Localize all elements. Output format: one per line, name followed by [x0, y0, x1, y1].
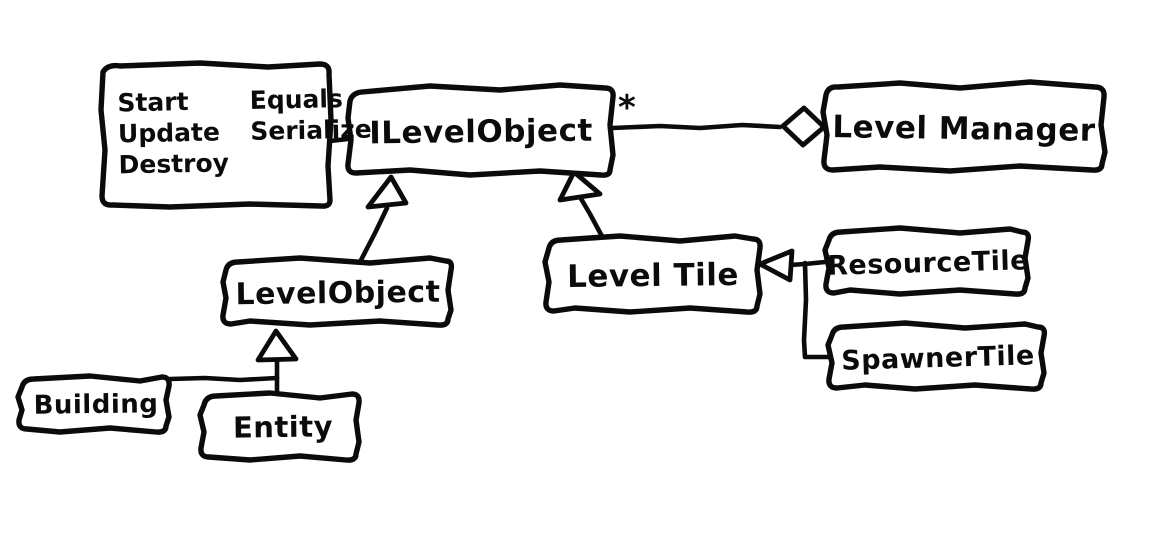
ilevelobject-box: [345, 82, 616, 178]
method-update: Update: [117, 117, 221, 149]
entity-box: [197, 390, 362, 463]
edge-building-to-levelobject: [167, 375, 280, 383]
method-equals: Equals: [249, 84, 344, 115]
method-start: Start: [117, 87, 189, 118]
leveltile-box: [542, 233, 763, 315]
realization-triangle-leveltile: [557, 169, 603, 203]
edge-levelobject-to-ilevelobject: [357, 205, 390, 265]
realization-triangle-levelobject: [365, 174, 409, 210]
edge-leveltile-to-ilevelobject: [577, 194, 607, 243]
aggregation-diamond-levelmanager: [780, 105, 827, 148]
levelobject-box: [220, 255, 455, 328]
edge-spawnertile-to-leveltile: [801, 260, 831, 360]
methods-note-box: [98, 60, 334, 210]
levelmanager-box: [820, 79, 1108, 174]
building-box: [15, 373, 172, 435]
method-destroy: Destroy: [118, 148, 230, 180]
methods-note-text: Start Equals Update Serialize Destroy: [117, 84, 373, 180]
resourcetile-box: [822, 225, 1032, 297]
spawnertile-box: [825, 320, 1048, 392]
inheritance-triangle-leveltile: [757, 248, 795, 283]
edge-note-to-ilevelobject: [327, 136, 351, 144]
edge-ilevelobject-to-levelmanager: [609, 122, 783, 131]
edge-resourcetile-to-leveltile: [787, 259, 828, 268]
multiplicity-star-label: *: [618, 88, 636, 128]
method-serialize: Serialize: [250, 114, 372, 146]
method-spacer: [251, 146, 373, 177]
inheritance-triangle-levelobject: [255, 328, 299, 363]
